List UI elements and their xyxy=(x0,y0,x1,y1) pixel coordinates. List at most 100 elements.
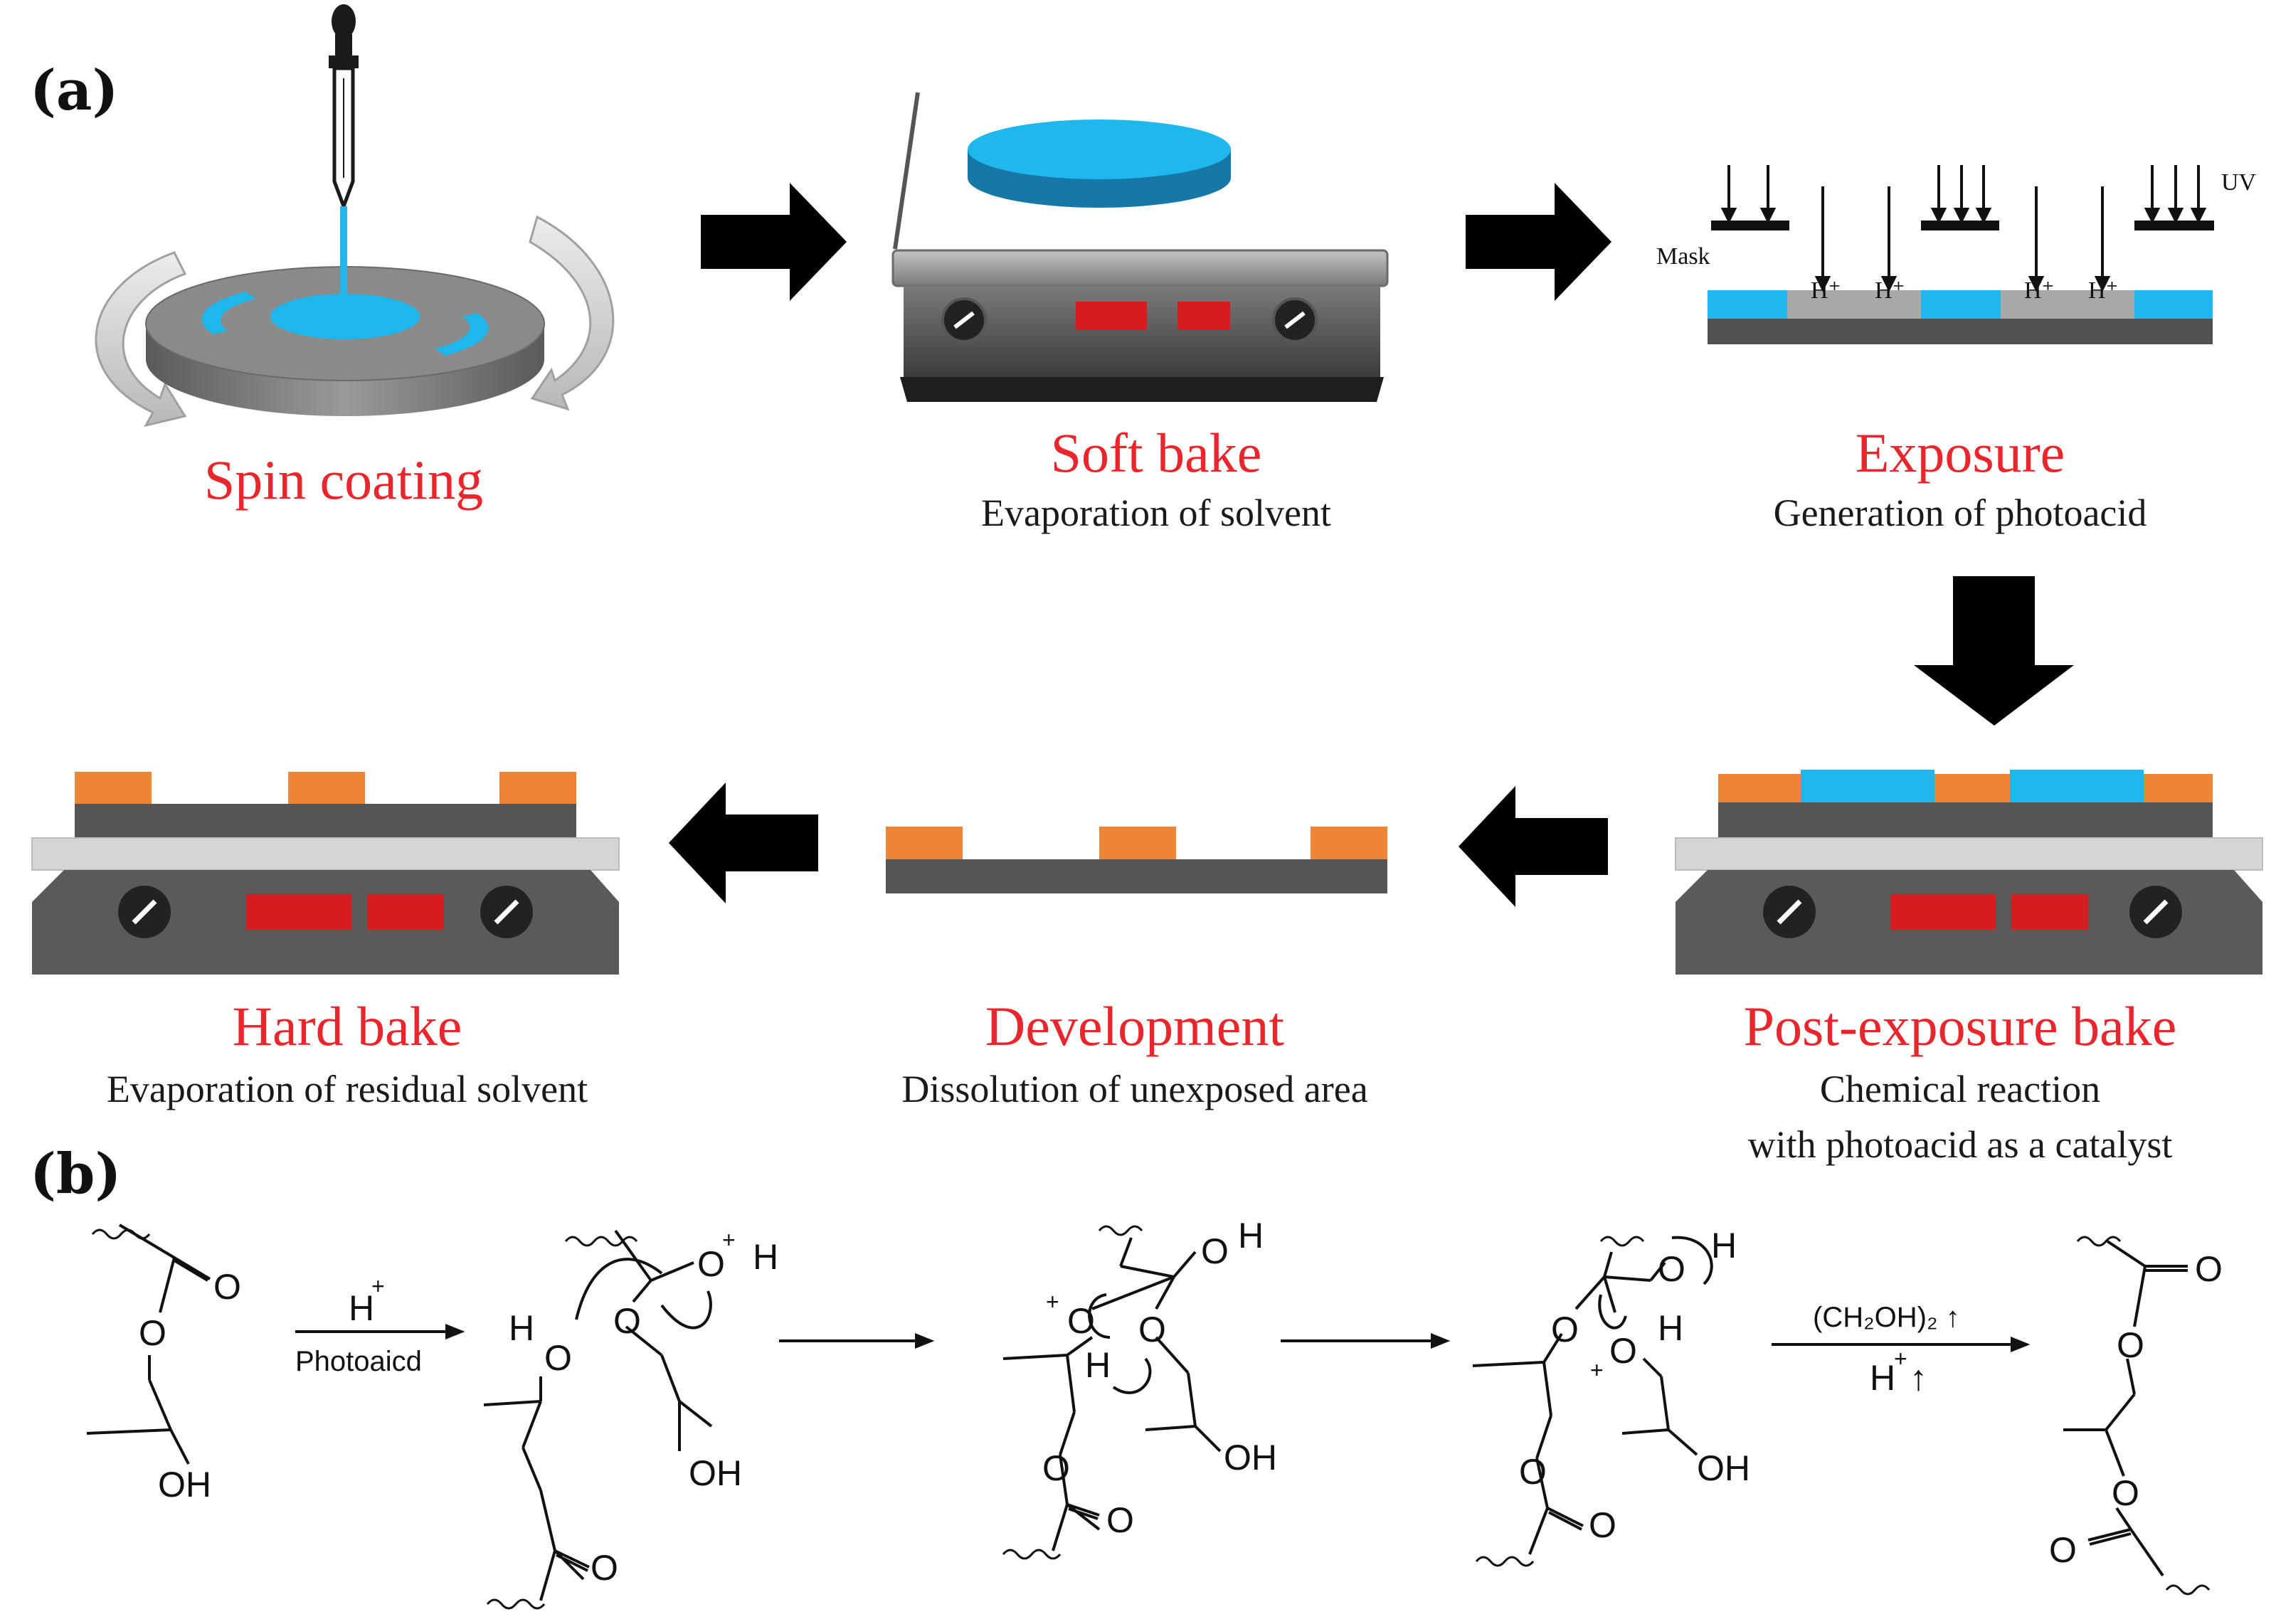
display-panel xyxy=(1076,302,1147,330)
atom-label: O xyxy=(1551,1310,1579,1349)
reaction-arrowhead xyxy=(445,1324,465,1339)
panel-label-b: (b) xyxy=(30,1142,122,1206)
reaction-arrowhead xyxy=(2011,1337,2031,1352)
reaction-arrowhead xyxy=(915,1333,935,1349)
pattern-block xyxy=(1311,827,1387,859)
molecule-intermediate-1 xyxy=(483,1229,713,1610)
rotation-arrow-left-icon xyxy=(95,251,187,428)
panel-label-a: (a) xyxy=(30,58,119,123)
pattern-block xyxy=(2144,774,2213,802)
dropper-icon xyxy=(329,4,359,212)
resist-exposed xyxy=(1787,290,1921,319)
pattern-block xyxy=(288,772,365,804)
atom-label: O xyxy=(1042,1448,1070,1488)
charge-label: + xyxy=(1590,1357,1604,1383)
resist-block xyxy=(2010,770,2144,802)
atom-label: H xyxy=(753,1237,779,1277)
atom-label: O xyxy=(1067,1301,1095,1341)
atom-label: O xyxy=(2049,1530,2077,1570)
proton-label: H⁺ xyxy=(2024,277,2055,304)
uv-arrow-icon xyxy=(1720,165,2207,292)
proton-label: H⁺ xyxy=(1811,277,1841,304)
step-desc-soft-bake: Evaporation of solvent xyxy=(981,492,1331,534)
hard-bake-illustration xyxy=(31,772,620,975)
atom-label: O xyxy=(213,1267,241,1307)
display-panel xyxy=(1177,302,1230,330)
step-desc-post-exposure-bake-line2: with photoacid as a catalyst xyxy=(1747,1123,2173,1166)
curved-arrow xyxy=(1598,1294,1627,1330)
display-panel xyxy=(246,894,351,930)
step-desc-post-exposure-bake-line1: Chemical reaction xyxy=(1819,1068,2101,1110)
atom-label: OH xyxy=(1697,1448,1750,1488)
resist-unexposed xyxy=(2134,290,2213,319)
pattern-block xyxy=(1099,827,1176,859)
atom-label: OH xyxy=(1224,1438,1277,1477)
atom-label: OH xyxy=(689,1453,742,1493)
curved-arrow xyxy=(1112,1357,1152,1394)
pattern-block xyxy=(1934,774,2010,802)
resist-exposed xyxy=(2001,290,2134,319)
display-panel xyxy=(1890,894,1996,930)
atom-label: O xyxy=(2112,1473,2139,1513)
resist-stream xyxy=(340,206,347,306)
hotplate-plate xyxy=(1675,837,2263,871)
pattern-block xyxy=(499,772,576,804)
atom-label: H xyxy=(1711,1226,1737,1265)
mask-bar xyxy=(1711,221,1789,230)
arrow-left-icon xyxy=(669,782,818,903)
step-title-hard-bake: Hard bake xyxy=(232,995,462,1057)
spin-coater-illustration xyxy=(95,4,615,428)
hotplate-plate xyxy=(31,837,620,871)
mask-bar xyxy=(2134,221,2214,230)
regenerated-acid-label: H xyxy=(1870,1358,1896,1398)
atom-label: O xyxy=(1201,1231,1229,1271)
atom-label: O xyxy=(1609,1331,1637,1371)
molecule-product xyxy=(2063,1236,2211,1596)
atom-label: O xyxy=(1138,1310,1166,1349)
mask-bar xyxy=(1921,221,1999,230)
resist-block xyxy=(1801,770,1934,802)
atom-label: H xyxy=(1085,1345,1111,1385)
proton-label: H⁺ xyxy=(2088,277,2119,304)
atom-label: H xyxy=(1238,1216,1264,1256)
reaction-arrowhead xyxy=(1431,1333,1451,1349)
arrow-left-icon xyxy=(1459,786,1608,907)
display-panel xyxy=(367,894,444,930)
catalyst-charge: + xyxy=(371,1273,385,1299)
step-desc-hard-bake: Evaporation of residual solvent xyxy=(106,1068,588,1110)
regenerated-acid-charge: + xyxy=(1894,1346,1907,1371)
catalyst-label: H xyxy=(349,1288,375,1328)
regenerated-acid-mark: ↑ xyxy=(1910,1358,1927,1398)
atom-label: O xyxy=(544,1338,572,1378)
display-panel xyxy=(2011,894,2088,930)
exposure-illustration xyxy=(1708,165,2214,344)
step-title-post-exposure-bake: Post-exposure bake xyxy=(1743,995,2177,1057)
resist-ring-left xyxy=(201,292,256,334)
step-title-exposure: Exposure xyxy=(1855,422,2065,484)
hotplate-top-plate xyxy=(891,249,1389,287)
curved-arrow xyxy=(1088,1293,1111,1339)
pattern-block xyxy=(886,827,963,859)
atom-label: OH xyxy=(158,1465,211,1504)
atom-label: O xyxy=(1589,1505,1616,1545)
molecule-intermediate-2 xyxy=(1002,1225,1222,1560)
step-desc-development: Dissolution of unexposed area xyxy=(901,1068,1368,1110)
atom-label: O xyxy=(1106,1500,1134,1540)
arrow-right-icon xyxy=(1466,183,1611,301)
curved-arrow xyxy=(575,1258,663,1320)
atom-label: O xyxy=(591,1548,618,1588)
arrow-down-icon xyxy=(1914,576,2074,726)
resist-unexposed xyxy=(1708,290,1787,319)
pattern-block xyxy=(1718,774,1801,802)
proton-label: H⁺ xyxy=(1875,277,1905,304)
charge-label: + xyxy=(1046,1289,1059,1315)
byproduct-label: (CH₂OH)₂ ↑ xyxy=(1813,1302,1960,1333)
photoacid-label: Photoaicd xyxy=(295,1346,422,1377)
atom-label: H xyxy=(1658,1308,1684,1348)
reaction-mechanism xyxy=(86,1224,2211,1610)
atom-label: O xyxy=(697,1244,725,1284)
atom-label: O xyxy=(613,1301,641,1341)
curved-arrow xyxy=(660,1290,712,1330)
mask-label: Mask xyxy=(1656,243,1710,270)
